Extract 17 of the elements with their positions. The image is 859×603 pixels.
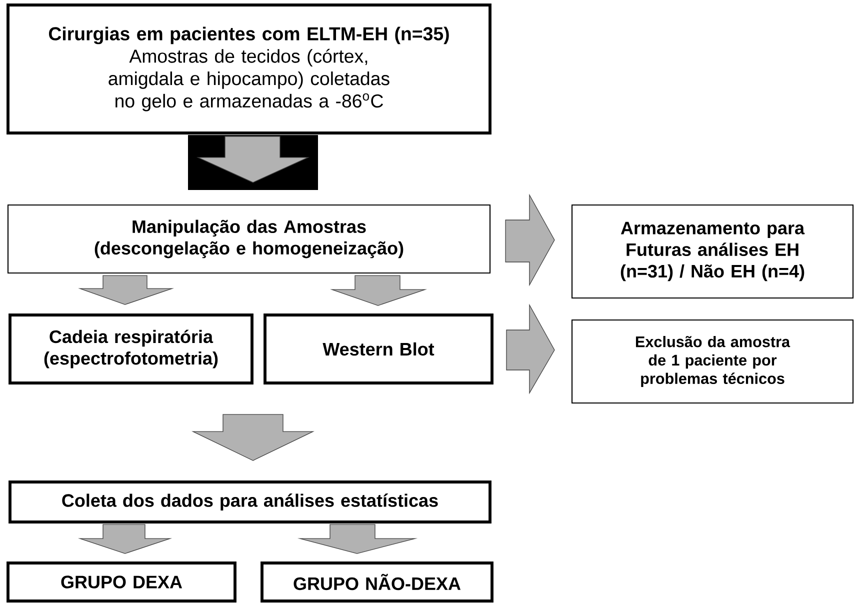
block-arrow (505, 194, 555, 286)
process-box: GRUPO NÃO-DEXA (260, 562, 494, 602)
block-arrow (192, 414, 314, 461)
process-box: Cirurgias em pacientes com ELTM-EH (n=35) Amostras de tecidos (córtex, amigdala e hipocampo) coletadas no gelo e armazenadas a -86$^{o}$C (6, 4, 492, 134)
block-arrow (78, 275, 174, 305)
process-box: Cadeia respiratória (espectrofotometria) (8, 314, 254, 384)
process-box: Exclusão da amostra de 1 paciente por problemas técnicos (571, 319, 854, 404)
block-arrow (330, 275, 428, 306)
process-box: Coleta dos dados para análises estatísticas (8, 480, 492, 524)
block-arrow (506, 304, 555, 394)
block-arrow (196, 136, 310, 183)
process-box: Manipulação das Amostras (descongelação e homogeneização) (7, 204, 491, 274)
process-box: GRUPO DEXA (6, 562, 236, 602)
process-box: Western Blot (264, 314, 494, 384)
block-arrow (297, 524, 418, 554)
block-arrow (78, 524, 172, 554)
process-box: Armazenamento para Futuras análises EH (n=31) / Não EH (n=4) (571, 204, 854, 299)
